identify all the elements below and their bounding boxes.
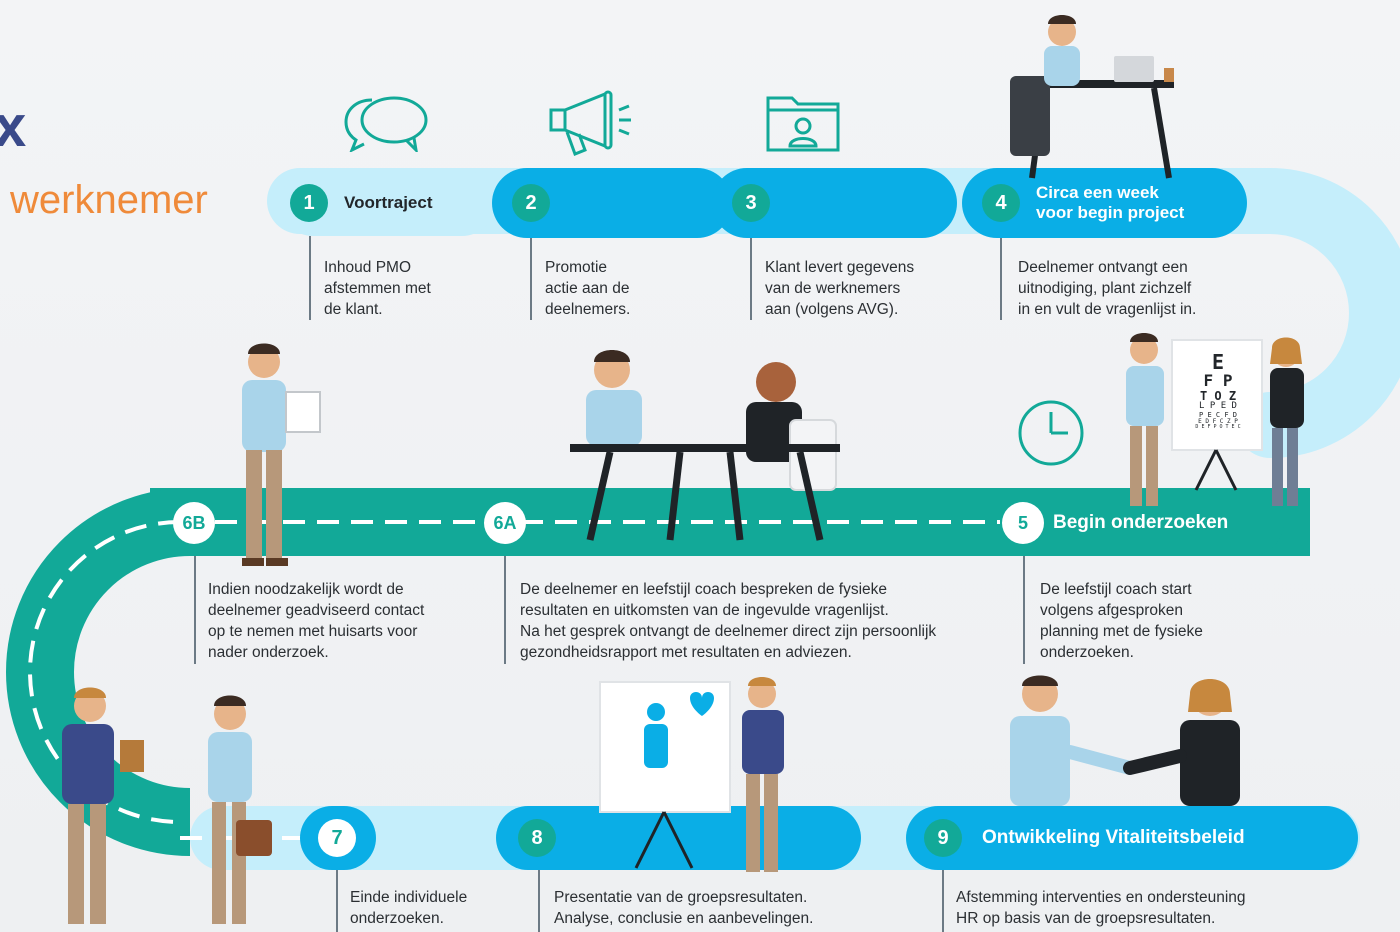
step-9-description: Afstemming interventies en ondersteuning… — [956, 889, 1246, 927]
step-2-number: 2 — [512, 184, 550, 222]
speech-bubbles-icon — [344, 96, 428, 152]
eye-chart-row: D E F P O T E C — [1195, 424, 1241, 431]
step-3-pill: 3 — [712, 168, 957, 238]
clock-icon — [1018, 400, 1084, 466]
step-2-pill: 2 — [492, 168, 732, 238]
doctor-patient-illustration — [62, 687, 272, 924]
step-3-number: 3 — [732, 184, 770, 222]
step-1-connector — [309, 236, 311, 320]
step-6a-connector — [504, 556, 506, 664]
step-5-number: 5 — [1002, 502, 1044, 544]
desk-worker-illustration — [1010, 15, 1174, 179]
step-9-pill: 9 Ontwikkeling Vitaliteitsbeleid — [906, 806, 1358, 870]
eye-chart-row: T O Z — [1199, 388, 1237, 403]
eye-chart: E F P T O Z L P E D P E C F D E D F C Z … — [1178, 352, 1258, 431]
step-3-connector — [750, 238, 752, 320]
step-5-connector — [1023, 556, 1025, 664]
step-1-number: 1 — [290, 184, 328, 222]
subtitle-fragment: werknemer — [10, 178, 208, 222]
step-9-number: 9 — [924, 819, 962, 857]
step-8-description: Presentatie van de groepsresultaten.Anal… — [554, 889, 814, 927]
step-8-connector — [538, 870, 540, 932]
title-fragment: x — [0, 94, 27, 159]
step-6a-description: De deelnemer en leefstijl coach bespreke… — [520, 581, 937, 661]
consultation-illustration — [570, 350, 840, 541]
step-2-connector — [530, 238, 532, 320]
folder-person-icon — [766, 96, 840, 152]
step-7-pill: 7 — [300, 806, 376, 870]
step-8-number: 8 — [518, 819, 556, 857]
step-1-pill: 1 Voortraject — [280, 170, 495, 236]
eye-test-illustration — [1126, 333, 1304, 506]
step-7-connector — [336, 870, 338, 932]
megaphone-icon — [549, 90, 631, 156]
eye-chart-row: E — [1211, 350, 1225, 374]
step-6b-number: 6B — [173, 502, 215, 544]
eye-chart-row: L P E D — [1199, 401, 1237, 412]
step-1-label: Voortraject — [344, 192, 433, 212]
handshake-illustration — [1010, 675, 1240, 806]
step-6a-number: 6A — [484, 502, 526, 544]
step-9-connector — [942, 870, 944, 932]
step-5-label: Begin onderzoeken — [1053, 512, 1229, 533]
step-7-number: 7 — [318, 819, 356, 857]
eye-chart-row: E D F C Z P — [1198, 418, 1238, 426]
step-4-connector — [1000, 238, 1002, 320]
step-9-label: Ontwikkeling Vitaliteitsbeleid — [982, 826, 1245, 848]
step-4-number: 4 — [982, 184, 1020, 222]
eye-chart-row: P E C F D — [1199, 410, 1237, 419]
eye-chart-row: F P — [1203, 371, 1233, 390]
man-reading-illustration — [242, 343, 321, 566]
presentation-illustration — [599, 677, 784, 872]
step-6b-connector — [194, 556, 196, 664]
